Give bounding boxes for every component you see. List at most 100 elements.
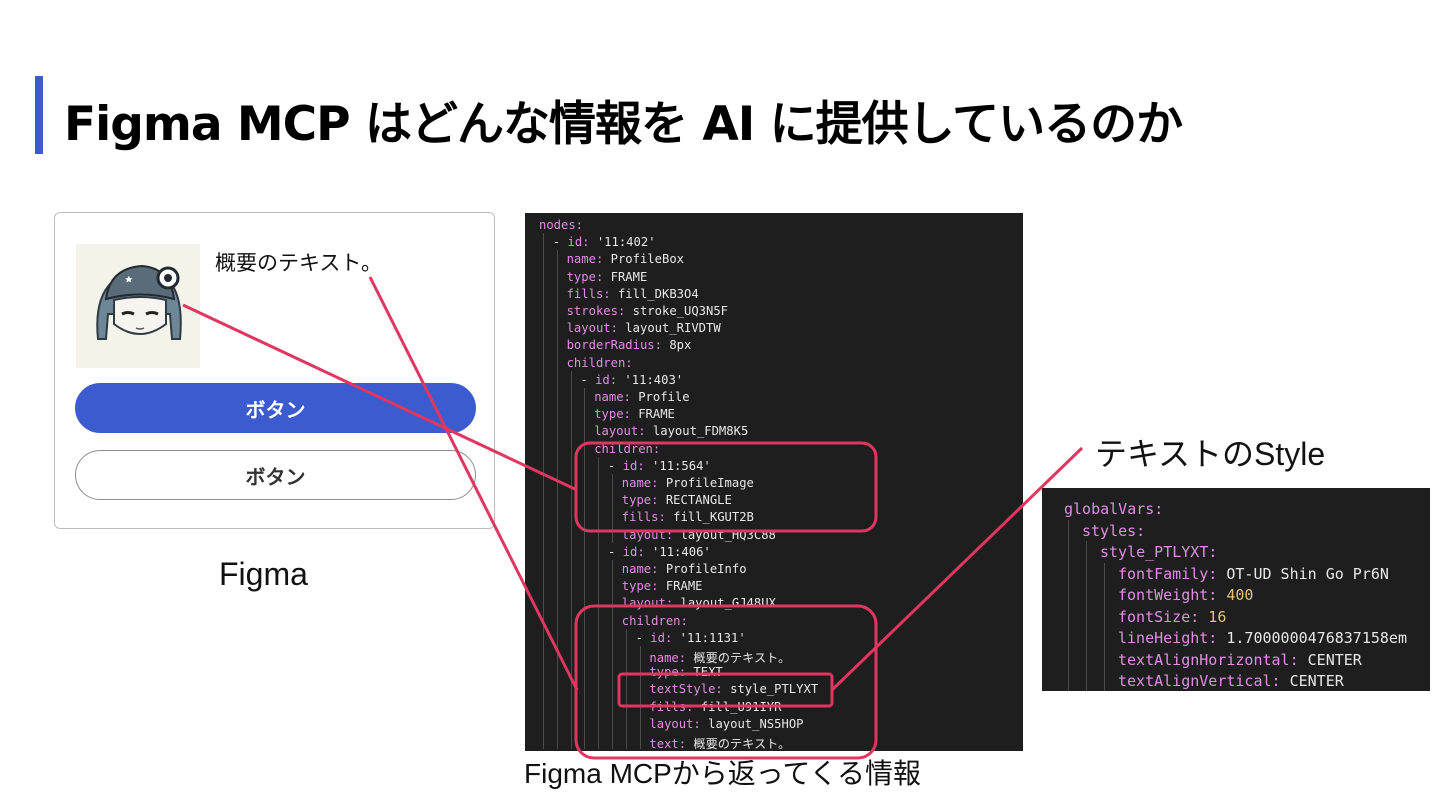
indent-guide (612, 732, 613, 750)
code-line: - id: '11:564' (608, 458, 711, 473)
indent-guide (556, 594, 558, 612)
indent-guide (639, 697, 641, 715)
indent-guide (1086, 584, 1087, 606)
indent-guide (584, 422, 586, 440)
indent-guide (612, 491, 613, 509)
indent-guide (1086, 648, 1087, 670)
indent-guide (1068, 605, 1069, 627)
code-line: textStyle: style_PTLYXT (649, 682, 819, 697)
indent-guide (584, 474, 586, 492)
indent-guide (570, 714, 572, 732)
indent-guide (598, 508, 600, 526)
profile-avatar-image (76, 244, 200, 368)
indent-guide (612, 560, 613, 578)
primary-button[interactable]: ボタン (75, 383, 476, 433)
indent-guide (625, 697, 627, 715)
code-line: name: Profile (594, 390, 690, 404)
indent-guide (584, 560, 586, 578)
code-line: text: 概要のテキスト。 (649, 737, 791, 751)
indent-guide (598, 577, 600, 595)
indent-guide (570, 456, 572, 474)
code-line: fills: fill_U91IYR (649, 699, 782, 714)
code-line: fontSize: 16 (1118, 607, 1227, 626)
indent-guide (612, 577, 613, 595)
code-line: styles: (1082, 521, 1146, 540)
indent-guide (1068, 541, 1069, 563)
code-line: - id: '11:406' (608, 544, 711, 559)
code-line: children: (594, 441, 661, 456)
indent-guide (543, 560, 544, 578)
code-line: fontWeight: 400 (1118, 586, 1254, 604)
indent-guide (598, 714, 600, 732)
secondary-button[interactable]: ボタン (75, 450, 476, 500)
indent-guide (570, 697, 572, 715)
indent-guide (1068, 519, 1069, 541)
indent-guide (556, 663, 558, 681)
indent-guide (570, 732, 572, 750)
indent-guide (612, 611, 613, 629)
code-line: - id: '11:1131' (635, 630, 746, 645)
code-line: - id: '11:402' (552, 235, 656, 250)
indent-guide (1068, 584, 1069, 606)
code-line: name: ProfileBox (566, 252, 684, 267)
indent-guide (556, 250, 558, 268)
indent-guide (1104, 605, 1105, 627)
indent-guide (625, 646, 627, 664)
indent-guide (570, 542, 572, 560)
indent-guide (639, 714, 641, 732)
indent-guide (1104, 562, 1105, 584)
indent-guide (556, 508, 558, 526)
indent-guide (1086, 562, 1087, 584)
slide-title: Figma MCP はどんな情報を AI に提供しているのか (64, 97, 1183, 152)
indent-guide (570, 560, 572, 578)
indent-guide (556, 697, 558, 715)
indent-guide (570, 422, 572, 440)
code-line: type: TEXT (649, 665, 723, 680)
code-line: layout: layout_HQ3C88 (621, 527, 776, 542)
indent-guide (556, 714, 558, 732)
code-line: name: 概要のテキスト。 (649, 651, 791, 665)
indent-guide (543, 542, 544, 560)
indent-guide (639, 663, 641, 681)
indent-guide (556, 439, 558, 457)
indent-guide (570, 508, 572, 526)
indent-guide (543, 388, 544, 406)
indent-guide (598, 663, 600, 681)
indent-guide (570, 439, 572, 457)
indent-guide (584, 508, 586, 526)
code-line: fills: fill_KGUT2B (621, 510, 754, 525)
avatar-illustration (76, 244, 200, 368)
indent-guide (612, 646, 613, 664)
code-line: children: (621, 613, 688, 628)
indent-guide (543, 233, 544, 251)
indent-guide (598, 491, 600, 509)
indent-guide (543, 336, 544, 354)
indent-guide (625, 732, 627, 750)
indent-guide (543, 491, 544, 509)
indent-guide (1104, 627, 1105, 649)
indent-guide (584, 611, 586, 629)
code-line: layout: layout_FDM8K5 (594, 424, 749, 439)
mcp-response-caption: Figma MCPから返ってくる情報 (524, 758, 921, 789)
indent-guide (598, 525, 600, 543)
indent-guide (584, 714, 586, 732)
indent-guide (639, 646, 641, 664)
indent-guide (556, 474, 558, 492)
indent-guide (556, 388, 558, 406)
indent-guide (556, 284, 558, 302)
indent-guide (543, 319, 544, 337)
indent-guide (556, 456, 558, 474)
code-line: textAlignVertical: CENTER (1118, 672, 1344, 690)
indent-guide (543, 714, 544, 732)
indent-guide (570, 577, 572, 595)
indent-guide (612, 714, 613, 732)
indent-guide (570, 370, 572, 388)
indent-guide (584, 525, 586, 543)
indent-guide (543, 525, 544, 543)
indent-guide (543, 646, 544, 664)
indent-guide (556, 422, 558, 440)
indent-guide (584, 594, 586, 612)
indent-guide (625, 680, 627, 698)
code-line: name: ProfileInfo (621, 562, 747, 576)
code-line: type: FRAME (566, 269, 648, 284)
